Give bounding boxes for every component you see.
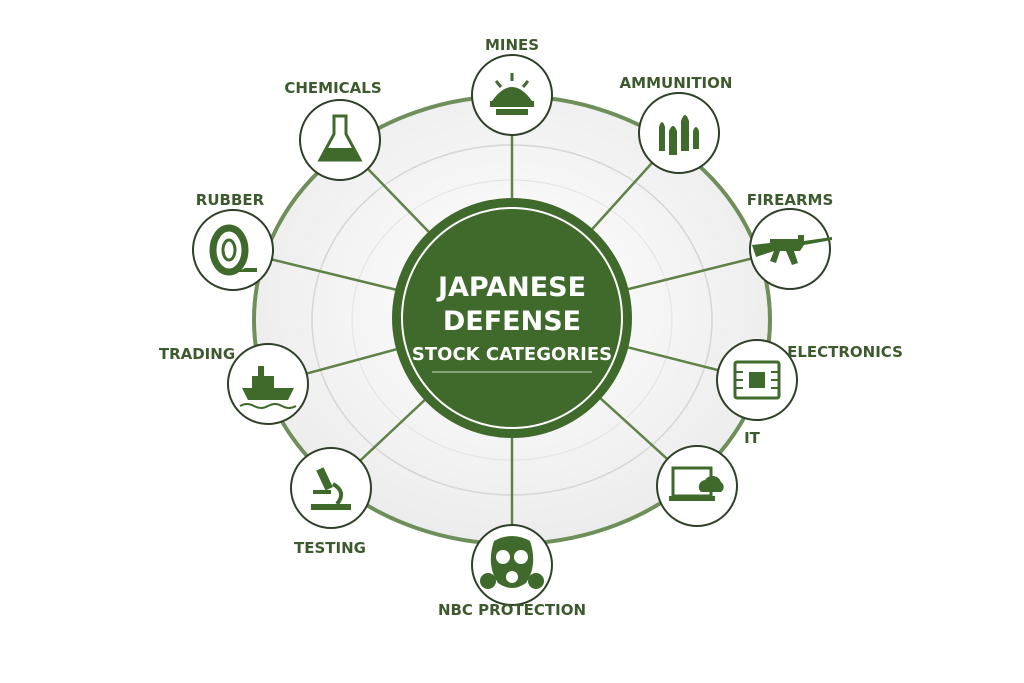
category-label: ELECTRONICS [787,343,903,361]
center-hub: JAPANESE DEFENSE STOCK CATEGORIES [392,198,632,438]
category-node-firearms: FIREARMS [747,191,834,290]
title-line-1: JAPANESE [436,272,586,303]
category-label: TRADING [159,345,235,363]
category-node-nbc-protection: NBC PROTECTION [438,524,586,619]
category-node-rubber: RUBBER [192,191,274,291]
category-label: FIREARMS [747,191,834,209]
mine-icon [490,73,534,115]
flask-icon [317,114,363,162]
category-label: IT [744,429,761,447]
laptop-cloud-icon [669,466,724,501]
category-node-ammunition: AMMUNITION [620,74,733,174]
category-node-trading: TRADING [159,343,309,425]
category-node-testing: TESTING [290,447,372,557]
circuit-board-icon [733,360,781,400]
category-label: TESTING [294,539,366,557]
category-node-it: IT [656,429,761,527]
microscope-icon [311,467,351,510]
category-node-mines: MINES [471,36,553,136]
category-node-chemicals: CHEMICALS [284,79,382,181]
category-node-electronics: ELECTRONICS [716,339,903,421]
category-label: NBC PROTECTION [438,601,586,619]
category-label: CHEMICALS [284,79,381,97]
ship-icon [239,366,297,409]
category-label: AMMUNITION [620,74,733,92]
gas-mask-icon [480,536,544,589]
rifle-icon [752,235,832,265]
category-label: MINES [485,36,539,54]
tire-icon [209,224,257,276]
ammunition-icon [659,115,699,155]
title-line-2: DEFENSE [443,306,581,337]
title-line-3: STOCK CATEGORIES [412,344,612,365]
category-label: RUBBER [196,191,265,209]
